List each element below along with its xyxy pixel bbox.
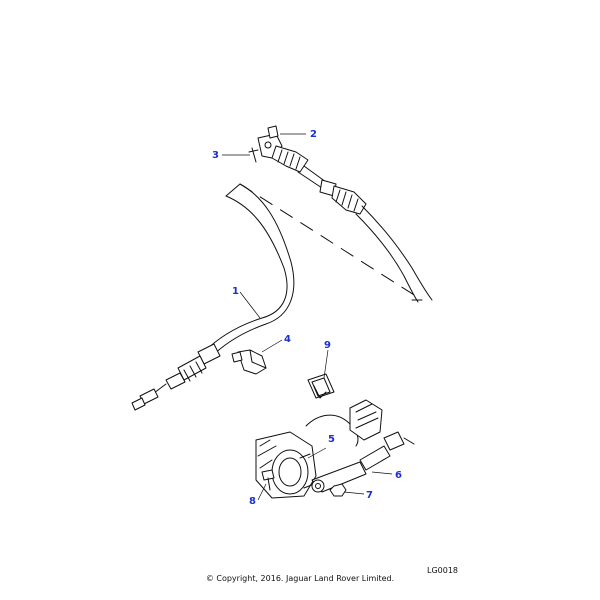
cable-bush xyxy=(231,349,267,375)
callout-4: 4 xyxy=(284,334,291,345)
reference-code: LG0018 xyxy=(426,566,458,575)
callout-5: 5 xyxy=(328,434,335,445)
retaining-clip xyxy=(248,147,259,163)
callout-9: 9 xyxy=(324,340,331,351)
callout-1: 1 xyxy=(232,286,239,297)
copyright-notice: © Copyright, 2016. Jaguar Land Rover Lim… xyxy=(205,574,395,583)
bracket xyxy=(307,373,335,399)
linkage-arm xyxy=(311,431,415,493)
upper-cable-assembly xyxy=(257,133,433,303)
callout-7: 7 xyxy=(366,490,373,501)
leader-lines xyxy=(222,133,393,501)
nut xyxy=(329,483,347,497)
gear-cable xyxy=(131,183,423,411)
callout-3: 3 xyxy=(212,150,219,161)
clevis-pin xyxy=(267,125,279,139)
callout-8: 8 xyxy=(249,496,256,507)
callout-2: 2 xyxy=(310,129,317,140)
callout-6: 6 xyxy=(395,470,402,481)
bolt xyxy=(261,469,275,491)
